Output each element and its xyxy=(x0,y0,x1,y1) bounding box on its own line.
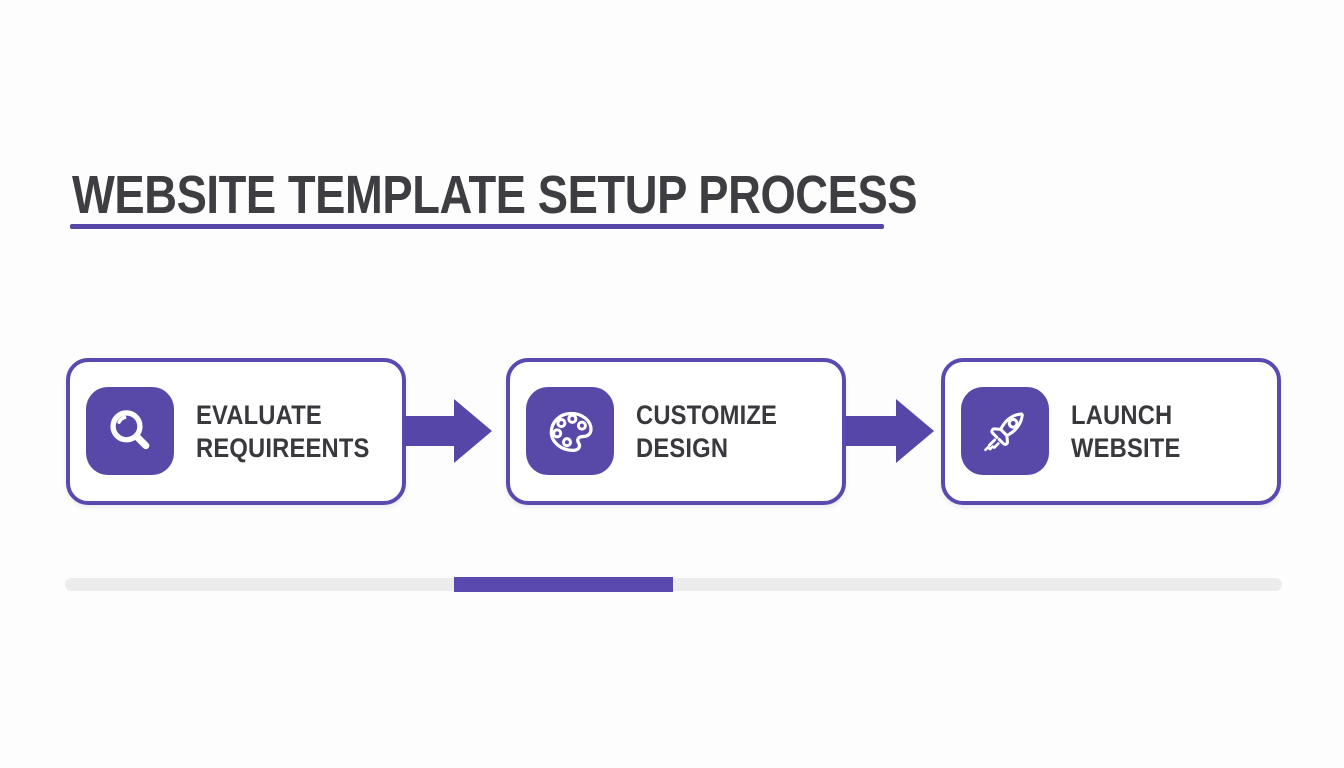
arrow-shaft xyxy=(846,416,897,446)
step-label-line: WEBSITE xyxy=(1071,432,1181,463)
title-underline xyxy=(70,224,884,229)
magnifier-icon xyxy=(102,403,158,459)
step-label: EVALUATE REQUIREENTS xyxy=(196,399,370,465)
step-label: LAUNCH WEBSITE xyxy=(1071,399,1180,465)
step-card-customize-design: CUSTOMIZE DESIGN xyxy=(506,358,846,505)
magnifier-icon-tile xyxy=(86,387,174,475)
rocket-icon-tile xyxy=(961,387,1049,475)
step-label: CUSTOMIZE DESIGN xyxy=(636,399,777,465)
arrow-head xyxy=(454,399,492,463)
page-title: WEBSITE TEMPLATE SETUP PROCESS xyxy=(72,165,918,225)
palette-icon xyxy=(542,403,598,459)
step-label-line: DESIGN xyxy=(636,432,729,463)
step-label-line: CUSTOMIZE xyxy=(636,399,778,430)
step-card-evaluate-requirements: EVALUATE REQUIREENTS xyxy=(66,358,406,505)
step-card-launch-website: LAUNCH WEBSITE xyxy=(941,358,1281,505)
progress-fill xyxy=(454,577,674,592)
arrow-shaft xyxy=(404,416,455,446)
progress-bar xyxy=(65,577,1282,592)
arrow-right-icon xyxy=(846,399,934,463)
step-label-line: LAUNCH xyxy=(1071,399,1173,430)
step-label-line: REQUIREENTS xyxy=(196,432,370,463)
rocket-icon xyxy=(977,403,1033,459)
arrow-head xyxy=(896,399,934,463)
palette-icon-tile xyxy=(526,387,614,475)
arrow-right-icon xyxy=(404,399,492,463)
step-label-line: EVALUATE xyxy=(196,399,322,430)
